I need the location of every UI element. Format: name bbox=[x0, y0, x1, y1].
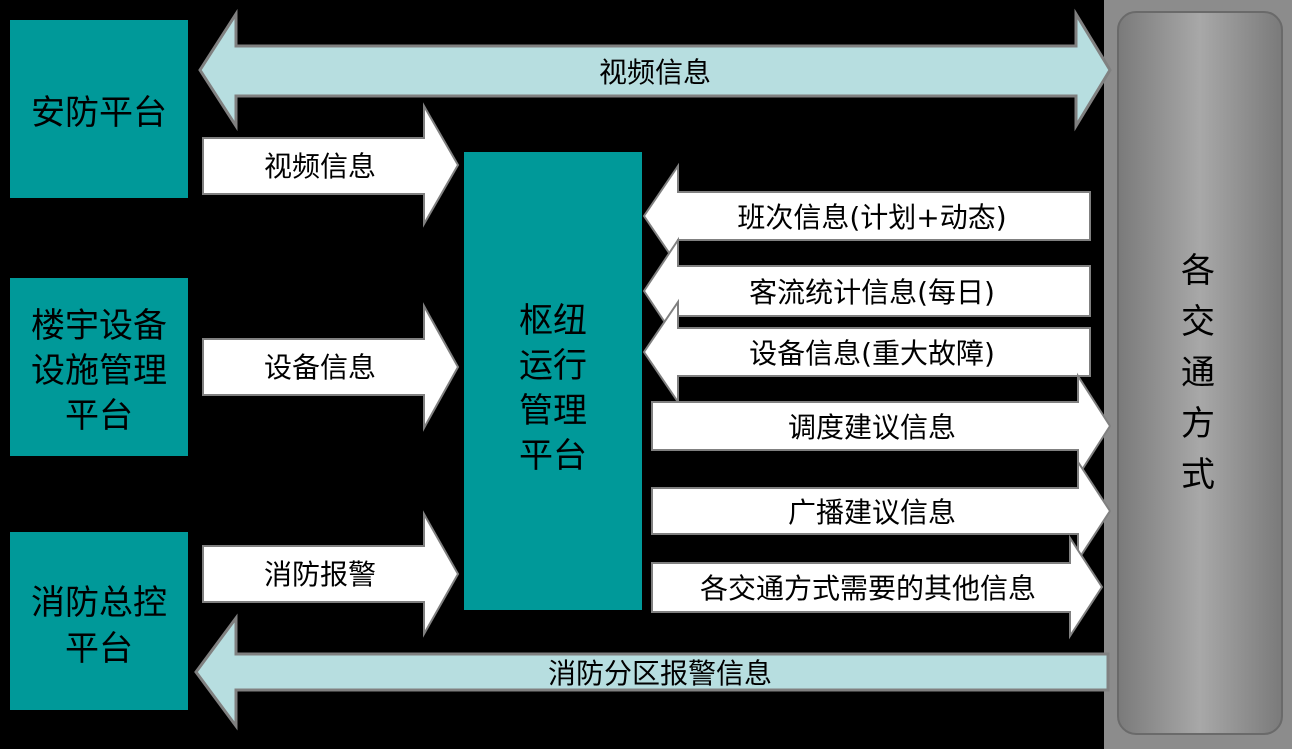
transport-label-2: 通 bbox=[1181, 353, 1215, 393]
security-platform-label: 安防平台 bbox=[31, 93, 167, 133]
building-platform-line-1: 设施管理 bbox=[31, 351, 167, 391]
fire-alarm-to-hub-label: 消防报警 bbox=[264, 558, 376, 591]
device-to-hub-arrow: 设备信息 bbox=[202, 302, 460, 432]
hub-line-2: 管理 bbox=[519, 391, 587, 431]
dispatch-advice-label: 调度建议信息 bbox=[788, 411, 956, 444]
shift-info-arrow: 班次信息(计划+动态) bbox=[642, 162, 1091, 270]
other-info-arrow: 各交通方式需要的其他信息 bbox=[651, 534, 1104, 640]
fire-control-platform-box: 消防总控 平台 bbox=[10, 532, 188, 710]
device-fault-arrow: 设备信息(重大故障) bbox=[642, 298, 1091, 406]
building-platform-line-2: 平台 bbox=[65, 396, 133, 436]
video-to-hub-arrow: 视频信息 bbox=[202, 102, 460, 228]
fire-platform-line-1: 平台 bbox=[65, 629, 133, 669]
video-double-arrow: 视频信息 bbox=[198, 8, 1112, 132]
video-to-hub-label: 视频信息 bbox=[264, 150, 376, 183]
hub-line-3: 平台 bbox=[519, 436, 587, 476]
hub-line-1: 运行 bbox=[519, 346, 587, 386]
passenger-stats-arrow: 客流统计信息(每日) bbox=[642, 236, 1091, 346]
video-top-label: 视频信息 bbox=[599, 56, 711, 89]
security-platform-box: 安防平台 bbox=[10, 20, 188, 198]
transport-label-3: 方 bbox=[1181, 404, 1215, 444]
passenger-stats-label: 客流统计信息(每日) bbox=[749, 276, 995, 309]
transport-label-4: 式 bbox=[1181, 455, 1215, 495]
fire-zone-alarm-label: 消防分区报警信息 bbox=[548, 657, 772, 690]
device-fault-label: 设备信息(重大故障) bbox=[749, 337, 995, 370]
broadcast-advice-label: 广播建议信息 bbox=[788, 496, 956, 529]
building-platform-line-0: 楼宇设备 bbox=[31, 306, 167, 346]
shift-info-label: 班次信息(计划+动态) bbox=[737, 201, 1006, 234]
other-info-label: 各交通方式需要的其他信息 bbox=[700, 572, 1036, 605]
device-to-hub-label: 设备信息 bbox=[264, 351, 376, 384]
building-facility-platform-box: 楼宇设备 设施管理 平台 bbox=[10, 278, 188, 456]
broadcast-advice-arrow: 广播建议信息 bbox=[651, 458, 1112, 564]
fire-zone-alarm-arrow: 消防分区报警信息 bbox=[194, 613, 1110, 731]
fire-alarm-to-hub-arrow: 消防报警 bbox=[202, 510, 460, 638]
transport-label-1: 交 bbox=[1181, 302, 1215, 342]
hub-operation-platform-box: 枢纽 运行 管理 平台 bbox=[464, 152, 642, 610]
transport-label-0: 各 bbox=[1181, 251, 1215, 291]
transport-panel: 各 交 通 方 式 bbox=[1104, 0, 1292, 749]
fire-platform-line-0: 消防总控 bbox=[31, 583, 167, 623]
hub-line-0: 枢纽 bbox=[519, 301, 587, 341]
dispatch-advice-arrow: 调度建议信息 bbox=[651, 372, 1112, 480]
